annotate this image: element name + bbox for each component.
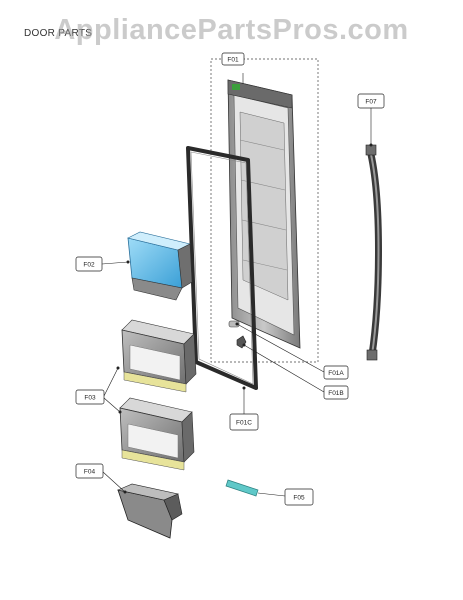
door-bin-upper: [121, 319, 197, 393]
callout-stick: F05: [284, 488, 314, 506]
callout-gasket: F01C: [229, 413, 259, 431]
callout-clip-b: F01B: [323, 385, 349, 400]
door-gasket: [186, 146, 258, 390]
callout-bins-label: F03: [84, 395, 96, 402]
callout-door-assembly-label: F01: [227, 57, 239, 64]
clip-a-part: [228, 320, 240, 328]
callout-stick-label: F05: [293, 495, 305, 502]
door-bin-lower: [119, 397, 195, 471]
door-assembly: [227, 79, 301, 349]
door-assembly-box: [210, 58, 319, 363]
callout-clip-a-label: F01A: [328, 370, 344, 377]
chute-part: [117, 483, 183, 539]
callout-small-bin: F02: [75, 256, 103, 272]
callout-handle: F07: [357, 93, 385, 109]
callout-bins: F03: [75, 389, 105, 405]
callout-drawer: F04: [75, 463, 104, 479]
small-door-bin: [127, 231, 193, 301]
callout-small-bin-label: F02: [83, 262, 95, 269]
callout-clip-a: F01A: [323, 365, 349, 380]
callout-handle-label: F07: [365, 99, 377, 106]
stick-part: [225, 479, 259, 497]
callout-door-assembly: F01: [221, 52, 245, 66]
door-handle: [365, 144, 382, 361]
callout-gasket-label: F01C: [236, 420, 252, 427]
section-title: DOOR PARTS: [24, 28, 93, 39]
callout-clip-b-label: F01B: [328, 390, 344, 397]
callout-drawer-label: F04: [84, 469, 96, 476]
